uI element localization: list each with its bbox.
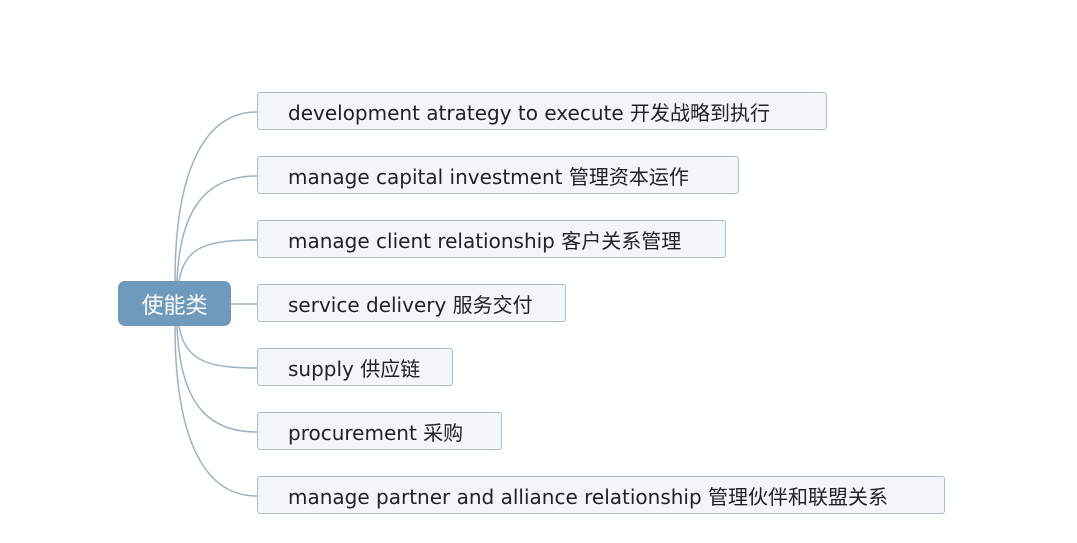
link-4 [178,325,258,369]
branch-node-service[interactable]: service delivery 服务交付 [257,284,566,322]
branch-node-procurement[interactable]: procurement 采购 [257,412,502,450]
branch-label: manage client relationship 客户关系管理 [288,228,682,253]
branch-node-client[interactable]: manage client relationship 客户关系管理 [257,220,726,258]
branch-label: development atrategy to execute 开发战略到执行 [288,100,770,125]
branch-label: manage partner and alliance relationship… [288,484,889,509]
branch-node-capital[interactable]: manage capital investment 管理资本运作 [257,156,739,194]
link-1 [176,175,258,282]
branch-node-strategy[interactable]: development atrategy to execute 开发战略到执行 [257,92,827,130]
root-label: 使能类 [141,293,208,319]
root-node[interactable]: 使能类 [118,281,231,326]
branch-label: supply 供应链 [288,356,421,381]
branch-label: service delivery 服务交付 [288,292,533,317]
branch-node-supply[interactable]: supply 供应链 [257,348,453,386]
link-0 [174,111,258,282]
link-6 [174,325,258,497]
branch-label: manage capital investment 管理资本运作 [288,164,689,189]
link-2 [178,239,258,282]
branch-label: procurement 采购 [288,420,464,445]
link-5 [176,325,258,433]
branch-node-partner[interactable]: manage partner and alliance relationship… [257,476,945,514]
